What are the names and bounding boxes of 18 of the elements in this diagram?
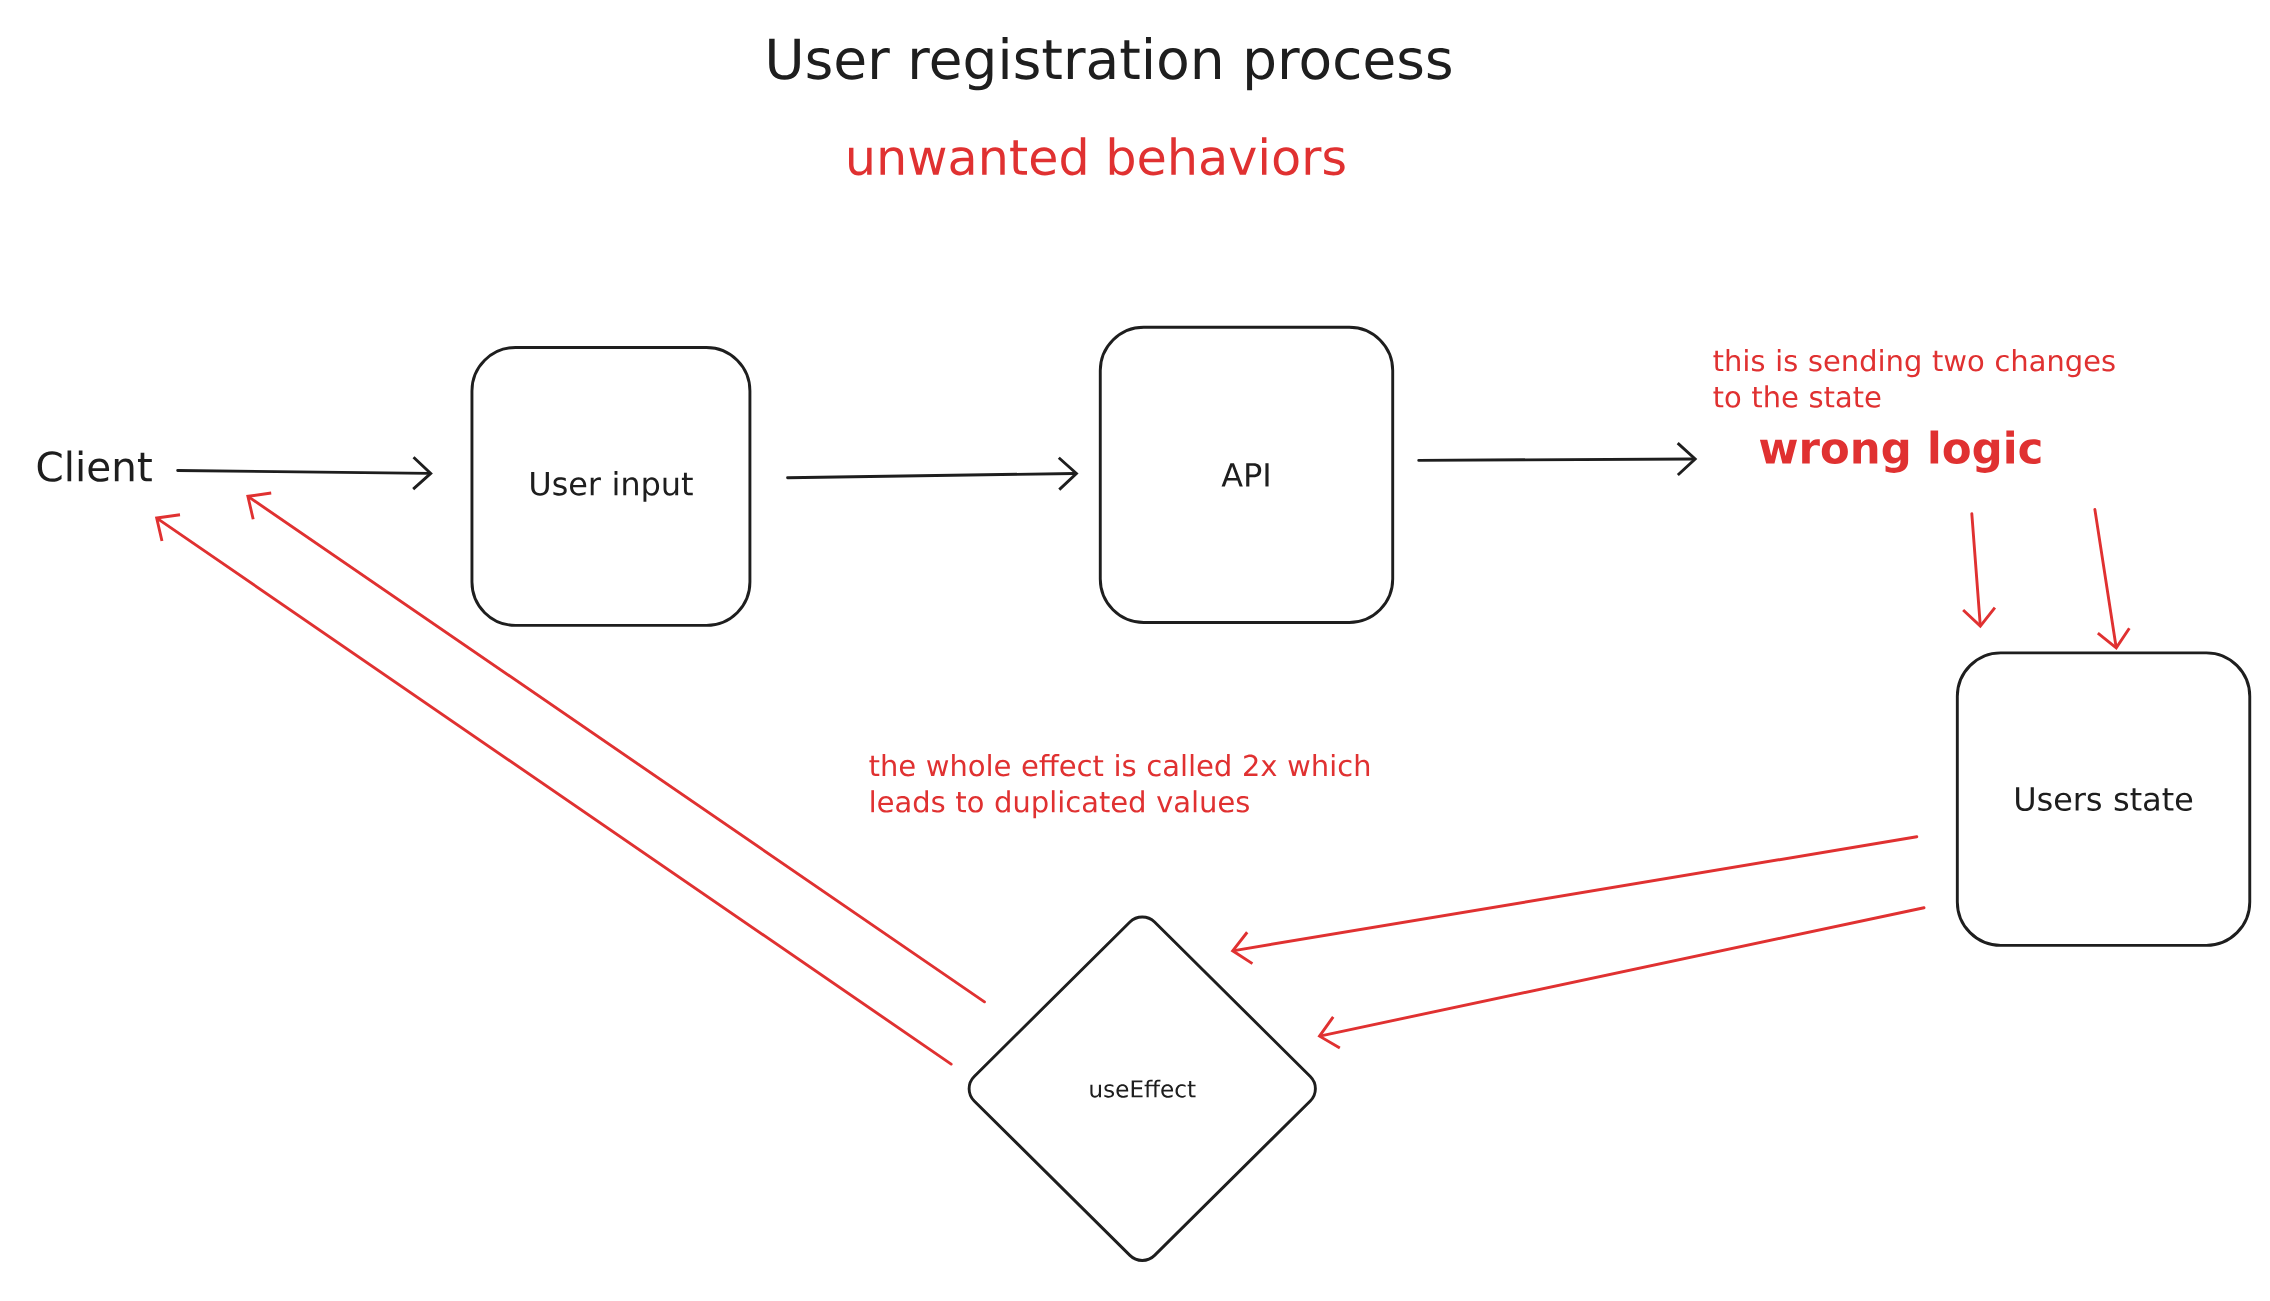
arrow — [154, 513, 953, 1066]
title: User registration process — [769, 36, 1451, 91]
arrow — [246, 491, 986, 1004]
arrow — [2093, 507, 2131, 650]
process-box: Users state — [1955, 651, 2252, 947]
subtitle: unwanted behaviors — [849, 137, 1345, 176]
arrow — [1230, 835, 1919, 965]
label-text: wrong logic — [1759, 430, 2041, 473]
label-text: Client — [37, 450, 152, 482]
arrow — [176, 455, 433, 490]
arrow — [1962, 512, 1997, 629]
note-text: the whole effect is called 2x which leads to duplicated values — [869, 753, 1370, 818]
arrow — [1317, 906, 1926, 1050]
note-text: this is sending two changes to the state — [1713, 348, 2115, 408]
arrow — [786, 456, 1079, 491]
process-box: User input — [470, 345, 752, 627]
arrow — [1417, 441, 1698, 476]
process-box: API — [1098, 325, 1395, 624]
